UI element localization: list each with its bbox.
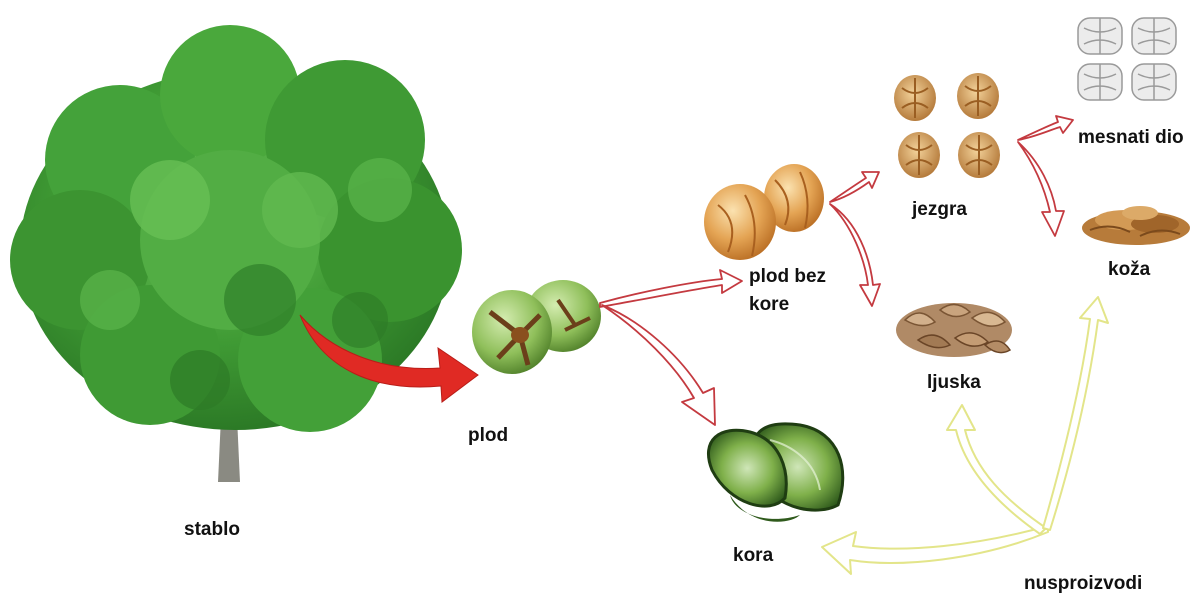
label-husk: kora xyxy=(733,543,773,569)
label-fruit-without-husk-line2: kore xyxy=(749,291,826,319)
arrow-kernel-to-skin xyxy=(1018,142,1064,236)
label-kernel: jezgra xyxy=(912,197,967,223)
arrow-kernel-to-meat xyxy=(1018,116,1073,140)
arrow-byproducts-to-shell xyxy=(947,405,1046,534)
arrow-nut-to-kernel xyxy=(830,172,879,202)
process-arrows xyxy=(600,116,1073,425)
label-shell: ljuska xyxy=(927,370,981,396)
shell-pieces-image xyxy=(896,303,1012,357)
label-fruit: plod xyxy=(468,423,508,449)
husk-image xyxy=(708,424,842,522)
arrow-fruit-to-nut xyxy=(600,270,742,307)
kernel-meat-image xyxy=(1078,18,1176,100)
tree-image xyxy=(10,25,462,482)
arrow-nut-to-shell xyxy=(830,204,880,306)
arrow-byproducts-to-husk xyxy=(822,526,1048,574)
label-meat: mesnati dio xyxy=(1078,125,1184,151)
kernel-skin-image xyxy=(1082,206,1190,245)
arrow-byproducts-to-skin xyxy=(1043,297,1108,530)
walnut-in-shell-image xyxy=(704,164,824,260)
label-skin: koža xyxy=(1108,257,1150,283)
label-byproducts: nusproizvodi xyxy=(1024,571,1142,597)
label-fruit-without-husk-line1: plod bez xyxy=(749,263,826,291)
kernels-image xyxy=(894,73,1000,178)
arrow-fruit-to-husk xyxy=(602,305,715,425)
label-tree: stablo xyxy=(184,517,240,543)
label-fruit-without-husk: plod bez kore xyxy=(749,263,826,319)
green-fruit-image xyxy=(472,280,601,374)
